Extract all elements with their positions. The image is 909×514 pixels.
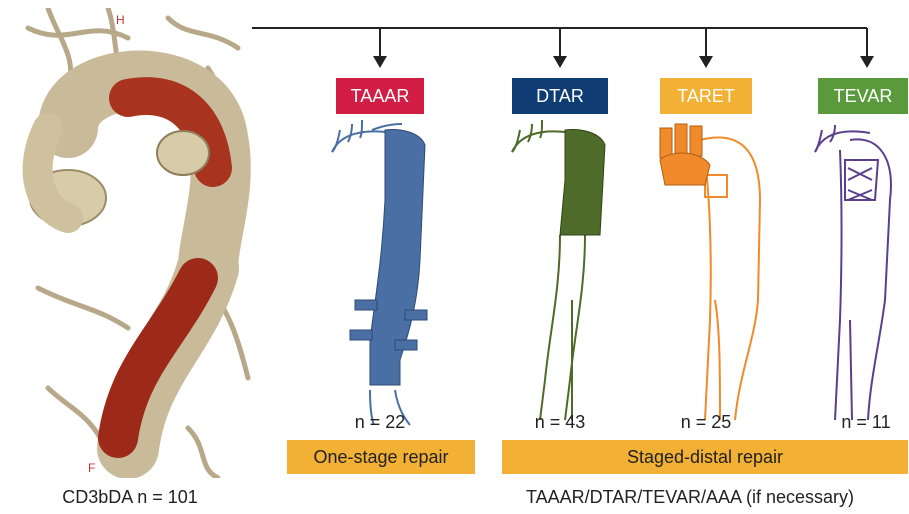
bar-one-stage-label: One-stage repair bbox=[313, 447, 448, 467]
graft-taaar-body bbox=[350, 130, 427, 385]
arrow-taaar bbox=[373, 56, 387, 68]
tag-tevar: TEVAR bbox=[818, 78, 908, 114]
graft-taret-body bbox=[660, 124, 710, 185]
arrow-dtar bbox=[553, 56, 567, 68]
bar-one-stage: One-stage repair bbox=[287, 440, 475, 474]
count-tevar: n = 11 bbox=[806, 412, 909, 433]
count-taret: n = 25 bbox=[646, 412, 766, 433]
arrow-taret bbox=[699, 56, 713, 68]
bar-staged-distal: Staged-distal repair bbox=[502, 440, 908, 474]
graft-dtar-body bbox=[560, 130, 605, 235]
tag-taaar-label: TAAAR bbox=[351, 86, 410, 106]
graft-tevar-illustration bbox=[815, 125, 891, 420]
count-taaar: n = 22 bbox=[320, 412, 440, 433]
footer-caption: TAAAR/DTAR/TEVAR/AAA (if necessary) bbox=[470, 487, 909, 508]
count-dtar: n = 43 bbox=[500, 412, 620, 433]
tag-dtar: DTAR bbox=[512, 78, 608, 114]
tag-taret: TARET bbox=[660, 78, 752, 114]
tag-tevar-label: TEVAR bbox=[834, 86, 893, 106]
tag-dtar-label: DTAR bbox=[536, 86, 584, 106]
arrow-tevar bbox=[860, 56, 874, 68]
bar-staged-distal-label: Staged-distal repair bbox=[627, 447, 783, 467]
tag-taaar: TAAAR bbox=[336, 78, 424, 114]
graft-taret-illustration bbox=[700, 138, 760, 421]
tag-taret-label: TARET bbox=[677, 86, 735, 106]
